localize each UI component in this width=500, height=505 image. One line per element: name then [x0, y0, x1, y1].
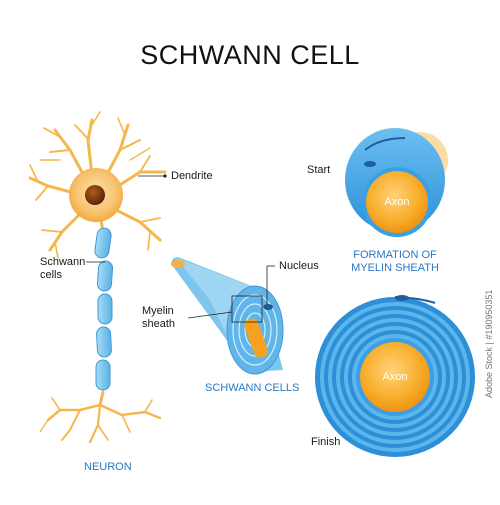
dendrite-label: Dendrite: [171, 170, 213, 182]
axon-terminals: [39, 390, 162, 444]
myelin-formation-start: [345, 128, 448, 237]
schwann-cells-label-line2: cells: [40, 269, 63, 281]
nucleus-label: Nucleus: [279, 260, 319, 272]
cylinder-nucleus: [263, 304, 273, 310]
neuron-nucleus: [85, 185, 105, 205]
page-title: SCHWANN CELL: [140, 40, 360, 70]
formation-label-line1: FORMATION OF: [353, 249, 437, 261]
axon-top-label: Axon: [384, 196, 410, 208]
stock-watermark: Adobe Stock | #190950351: [484, 289, 494, 398]
axon-bottom-circle: [360, 342, 430, 412]
myelin-formation-finish: [315, 295, 475, 457]
formation-label-line2: MYELIN SHEATH: [351, 262, 439, 274]
neuron-illustration: [28, 111, 167, 444]
axon-bottom-label: Axon: [382, 371, 408, 383]
schwann-cells-caption: SCHWANN CELLS: [205, 382, 300, 394]
dendrites: [28, 111, 167, 259]
schwann-cell-cylinder: [171, 257, 284, 375]
myelin-sheath-label-line1: Myelin: [142, 305, 174, 317]
start-label: Start: [307, 164, 331, 176]
axon-myelin-segments: [94, 227, 114, 391]
myelin-sheath-label-line2: sheath: [142, 318, 176, 330]
neuron-caption: NEURON: [84, 461, 132, 473]
axon-top-circle: [366, 171, 428, 233]
schwann-cells-label-line1: Schwann: [40, 256, 86, 268]
finish-label: Finish: [311, 436, 341, 448]
